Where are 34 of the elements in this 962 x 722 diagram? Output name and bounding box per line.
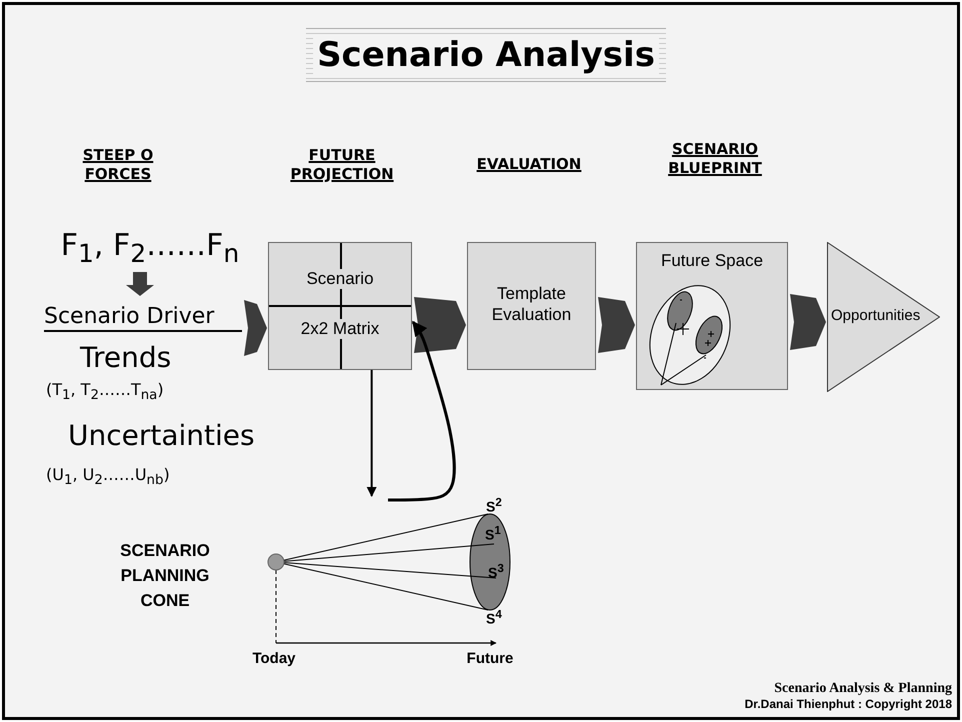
column-heading: EVALUATION <box>476 155 582 174</box>
column-heading: FUTURE PROJECTION <box>289 146 395 184</box>
column-heading: STEEP O FORCES <box>82 146 154 184</box>
arrow <box>366 370 377 497</box>
blueprint-box <box>636 242 788 390</box>
block-arrow <box>126 272 154 296</box>
trends-list: (T$_{1}$, T$_{2}$……T$_{na}$) <box>46 380 246 406</box>
block-arrow <box>598 297 635 353</box>
matrix-box <box>268 242 412 370</box>
block-arrow <box>790 294 826 350</box>
uncertainties-label: Uncertainties <box>68 418 256 453</box>
box-label: Template Evaluation <box>490 283 572 325</box>
scenario-label: S$^{4}$ <box>486 608 502 627</box>
outcome-triangle <box>827 242 940 392</box>
footer-title: Scenario Analysis & Planning <box>773 680 952 698</box>
uncertainties-list: (U$_{1}$, U$_{2}$……U$_{nb}$) <box>46 465 246 492</box>
column-heading: SCENARIO BLUEPRINT <box>667 140 763 178</box>
scenario-label: S$^{1}$ <box>485 524 501 543</box>
driver-heading: Scenario Driver <box>44 302 242 332</box>
title: Scenario Analysis <box>313 35 659 75</box>
trends-label: Trends <box>80 340 172 375</box>
block-arrow <box>414 297 466 353</box>
axis-label: Future <box>466 650 514 669</box>
footer-credit: Dr.Danai Thienphut : Copyright 2018 <box>744 697 952 712</box>
cone-caption: SCENARIO PLANNING CONE <box>119 540 211 612</box>
box-heading: Future Space <box>660 251 764 271</box>
process-box <box>467 242 596 370</box>
triangle-label: Opportunities <box>831 307 920 324</box>
block-arrow <box>244 300 267 356</box>
scenario-label: S$^{2}$ <box>486 496 502 515</box>
formula: F$_{1}$, F$_{2}$……F$_{n}$ <box>50 222 250 270</box>
axis-label: Today <box>251 650 297 669</box>
curved-arrow <box>388 320 456 502</box>
scenario-label: S$^{3}$ <box>488 562 504 581</box>
